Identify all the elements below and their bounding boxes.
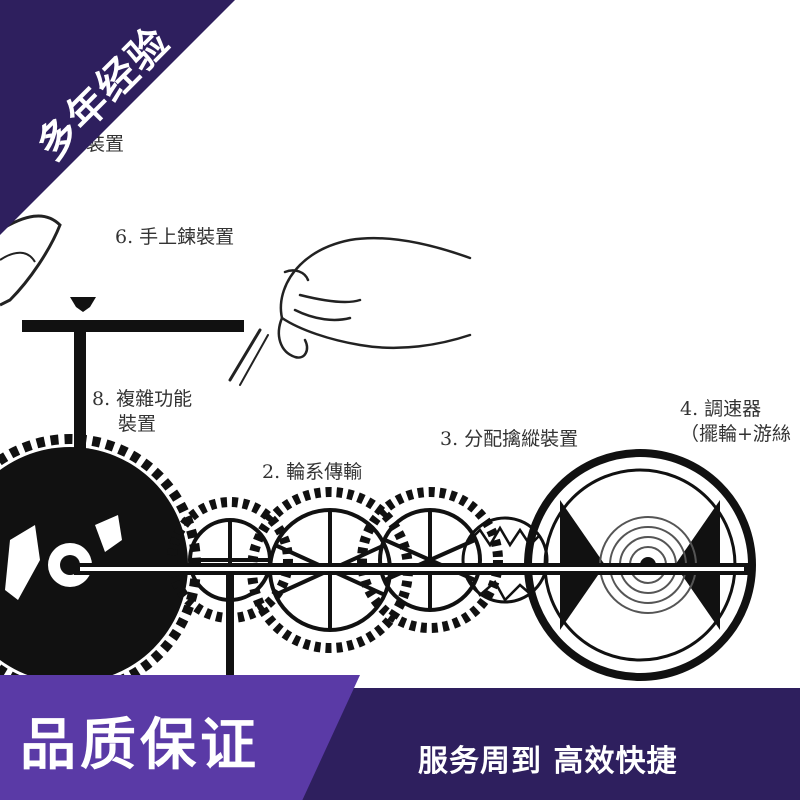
label-escapement: 3. 分配擒縱裝置 [440, 428, 578, 450]
transmission-line-core [80, 567, 744, 571]
hand-sketch [228, 236, 472, 386]
label-gear-train: 2. 輪系傳輸 [262, 461, 362, 483]
vertical-stem-lower [226, 575, 234, 675]
jewel-marker [70, 297, 96, 312]
corner-banner [0, 0, 235, 235]
label-complication-line1: 8. 複雜功能 [92, 388, 192, 410]
bottom-banner-accent [0, 675, 360, 800]
winding-stem-bar [22, 320, 244, 332]
service-slogan-text: 服务周到 高效快捷 [418, 744, 678, 779]
quality-guarantee-text: 品质保证 [20, 713, 260, 778]
label-complication-line2: 裝置 [118, 413, 156, 435]
label-regulator-line2: （擺輪+游絲 [680, 423, 791, 445]
label-regulator-line1: 4. 調速器 [680, 398, 761, 420]
crown-sketch-inner [0, 251, 36, 263]
